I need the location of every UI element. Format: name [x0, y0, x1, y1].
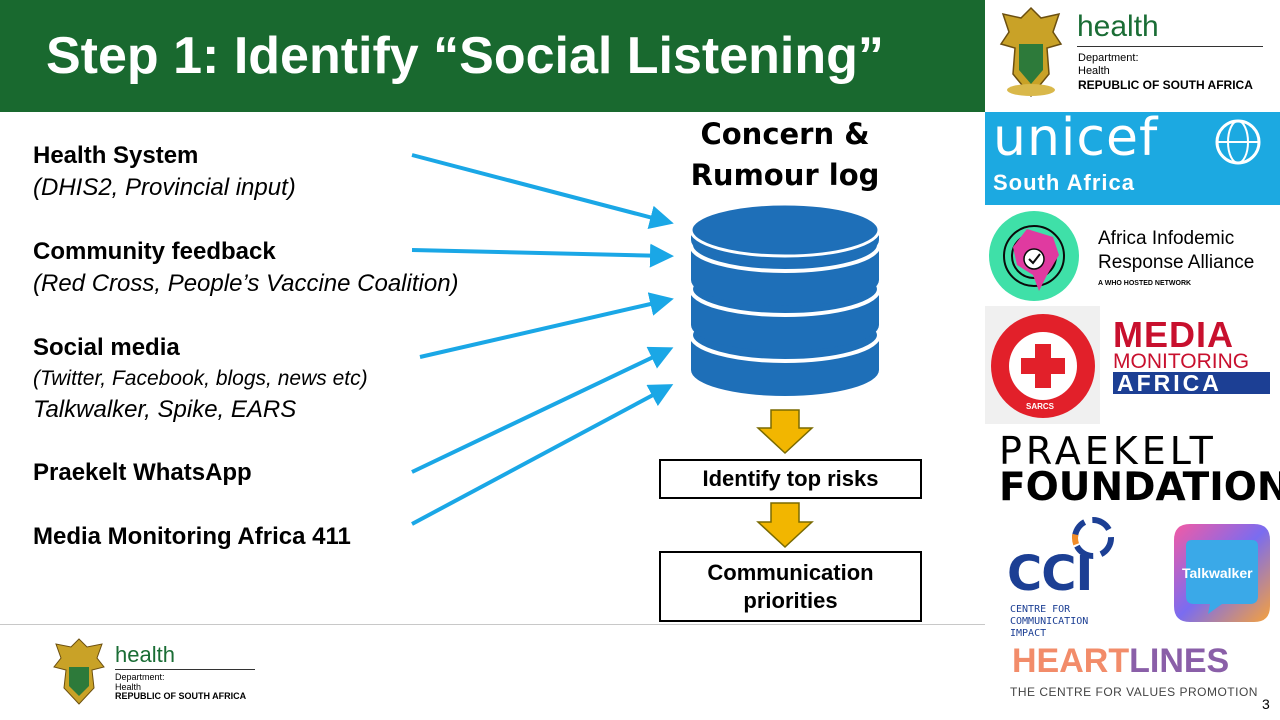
praekelt-line2: FOUNDATION [999, 465, 1280, 510]
heartlines-logo: HEARTLINES THE CENTRE FOR VALUES PROMOTI… [985, 640, 1258, 705]
arrow-health-system [411, 153, 674, 230]
footer-health-line2: Health [115, 682, 142, 692]
source-social-media-tools: Talkwalker, Spike, EARS [33, 396, 297, 423]
database-label: Concern & Rumour log [690, 117, 880, 192]
footer-health-rule [115, 669, 255, 670]
mma-line1: MEDIA [1113, 314, 1234, 355]
source-community-feedback-detail: (Red Cross, People’s Vaccine Coalition) [33, 270, 459, 297]
health-department-footer-logo: health Department: Health REPUBLIC OF SO… [48, 636, 263, 706]
footer-health-line3: REPUBLIC OF SOUTH AFRICA [115, 691, 247, 701]
media-monitoring-africa-logo: MEDIA MONITORING AFRICA [1103, 306, 1280, 424]
identify-top-risks-box: Identify top risks [659, 459, 922, 499]
health-logo-line2: Health [1078, 65, 1110, 77]
cci-line3: IMPACT [1010, 628, 1047, 639]
footer-health-word: health [115, 642, 175, 667]
slide-title: Step 1: Identify “Social Listening” [46, 27, 884, 85]
aira-tag: A WHO HOSTED NETWORK [1098, 280, 1192, 287]
database-icon [689, 202, 881, 396]
cci-line2: COMMUNICATION [1010, 616, 1089, 627]
health-logo-line1: Department: [1078, 52, 1139, 64]
aira-logo: Africa Infodemic Response Alliance A WHO… [985, 207, 1280, 305]
cci-abbr: CCI [1007, 546, 1093, 602]
cci-logo: CCI CENTRE FOR COMMUNICATION IMPACT [985, 510, 1155, 640]
talkwalker-logo: Talkwalker [1158, 510, 1280, 640]
page-number: 3 [1262, 696, 1270, 712]
source-community-feedback: Community feedback [33, 238, 276, 265]
health-logo-rule [1077, 46, 1263, 47]
communication-priorities-box: Communication priorities [659, 551, 922, 622]
health-logo-word: health [1077, 10, 1159, 43]
cci-line1: CENTRE FOR [1010, 604, 1071, 615]
talkwalker-bubble-icon [1174, 524, 1270, 622]
source-social-media-detail: (Twitter, Facebook, blogs, news etc) [33, 367, 368, 390]
down-arrow-2 [756, 502, 814, 549]
footer-health-line1: Department: [115, 672, 165, 682]
unicef-word: unicef [993, 108, 1159, 168]
health-department-logo: health Department: Health REPUBLIC OF SO… [985, 0, 1280, 110]
source-health-system: Health System [33, 142, 199, 169]
heartlines-word: HEARTLINES [1012, 642, 1229, 681]
talkwalker-word: Talkwalker [1182, 565, 1253, 581]
arrow-mma [411, 384, 674, 526]
aira-line2: Response Alliance [1098, 252, 1255, 273]
coat-of-arms-icon [999, 6, 1063, 98]
arrow-social-media [419, 292, 674, 359]
praekelt-foundation-logo: PRAEKELT FOUNDATION [985, 425, 1280, 510]
red-cross-abbr: SARCS [1026, 402, 1055, 411]
mma-line2: MONITORING [1113, 350, 1250, 373]
cci-ring-icon [1072, 517, 1114, 559]
health-logo-line3: REPUBLIC OF SOUTH AFRICA [1078, 78, 1253, 92]
source-praekelt-whatsapp: Praekelt WhatsApp [33, 459, 252, 486]
coat-of-arms-footer-icon [53, 638, 105, 705]
heartlines-heart: HEART [1012, 642, 1130, 680]
heartlines-lines: LINES [1129, 642, 1230, 680]
down-arrow-1 [756, 409, 814, 455]
red-cross-icon [991, 314, 1095, 418]
flow-diagram [411, 153, 881, 549]
mma-line3: AFRICA [1117, 370, 1222, 396]
footer-divider [0, 624, 985, 625]
unicef-logo: unicef South Africa [985, 108, 1280, 205]
aira-globe-icon [989, 211, 1079, 301]
praekelt-line1: PRAEKELT [999, 429, 1217, 473]
red-cross-logo: SARCS [985, 306, 1100, 424]
title-bar [0, 0, 985, 112]
unicef-south-africa: South Africa [993, 170, 1135, 195]
source-health-system-detail: (DHIS2, Provincial input) [33, 174, 296, 201]
aira-line1: Africa Infodemic [1098, 228, 1235, 249]
source-social-media: Social media [33, 334, 180, 361]
unicef-globe-icon [1215, 119, 1261, 165]
source-media-monitoring-africa: Media Monitoring Africa 411 [33, 523, 351, 550]
mma-bar [1113, 372, 1270, 394]
arrow-community-feedback [411, 243, 674, 268]
arrow-praekelt [411, 346, 674, 474]
heartlines-tag: THE CENTRE FOR VALUES PROMOTION [1010, 685, 1258, 699]
